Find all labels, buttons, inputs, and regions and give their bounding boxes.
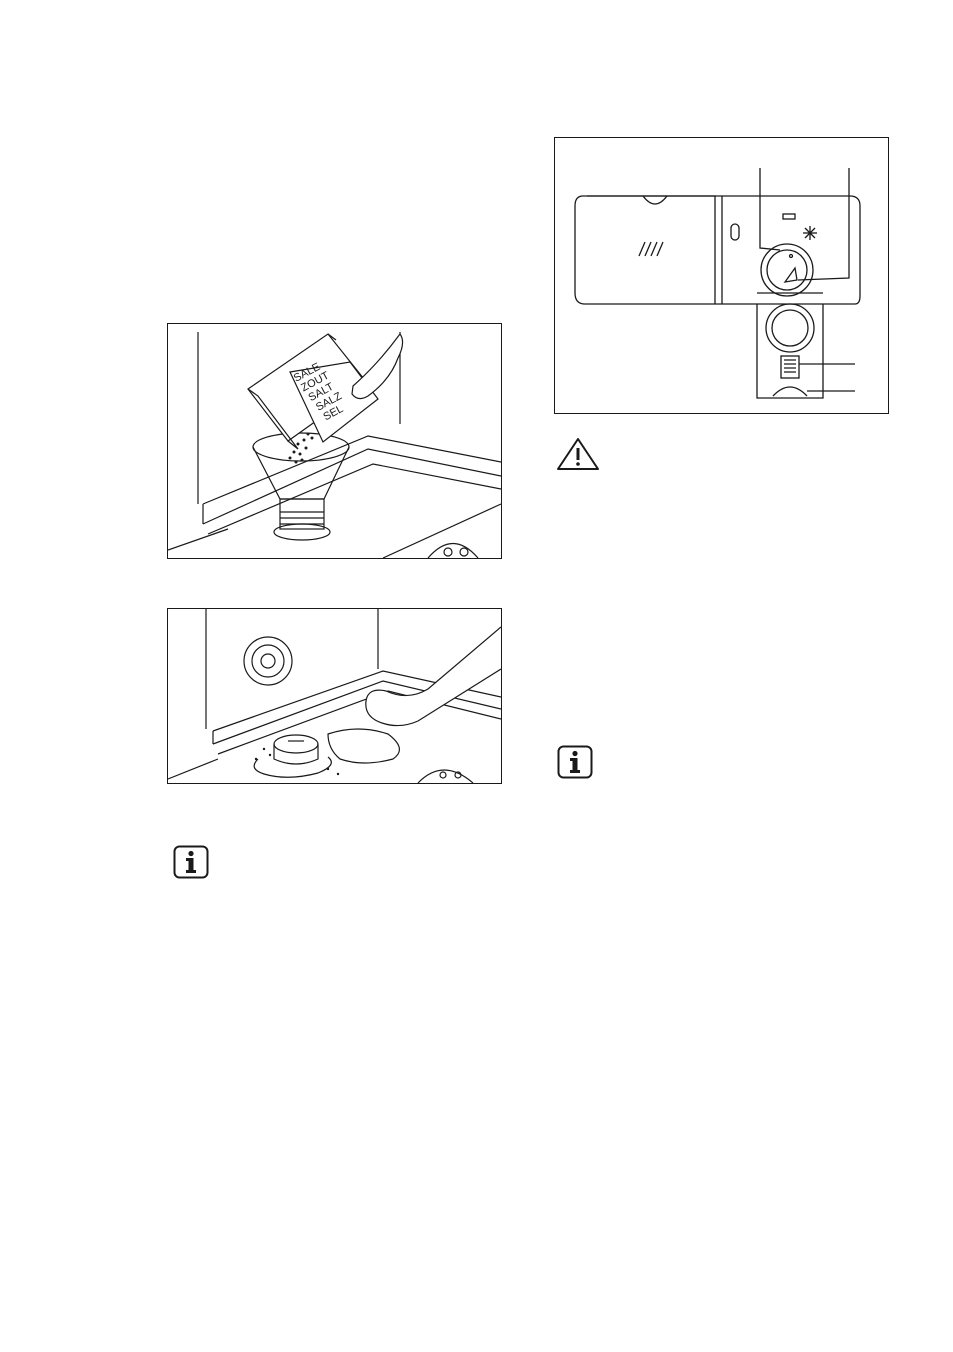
warning-triangle-icon [556,437,600,471]
salt-cleanup-illustration [167,608,502,784]
info-icon [557,745,593,779]
salt-pour-illustration: SALE ZOUT SALT SALZ SEL [167,323,502,559]
dispenser-diagram [554,137,889,414]
info-icon [173,845,209,879]
